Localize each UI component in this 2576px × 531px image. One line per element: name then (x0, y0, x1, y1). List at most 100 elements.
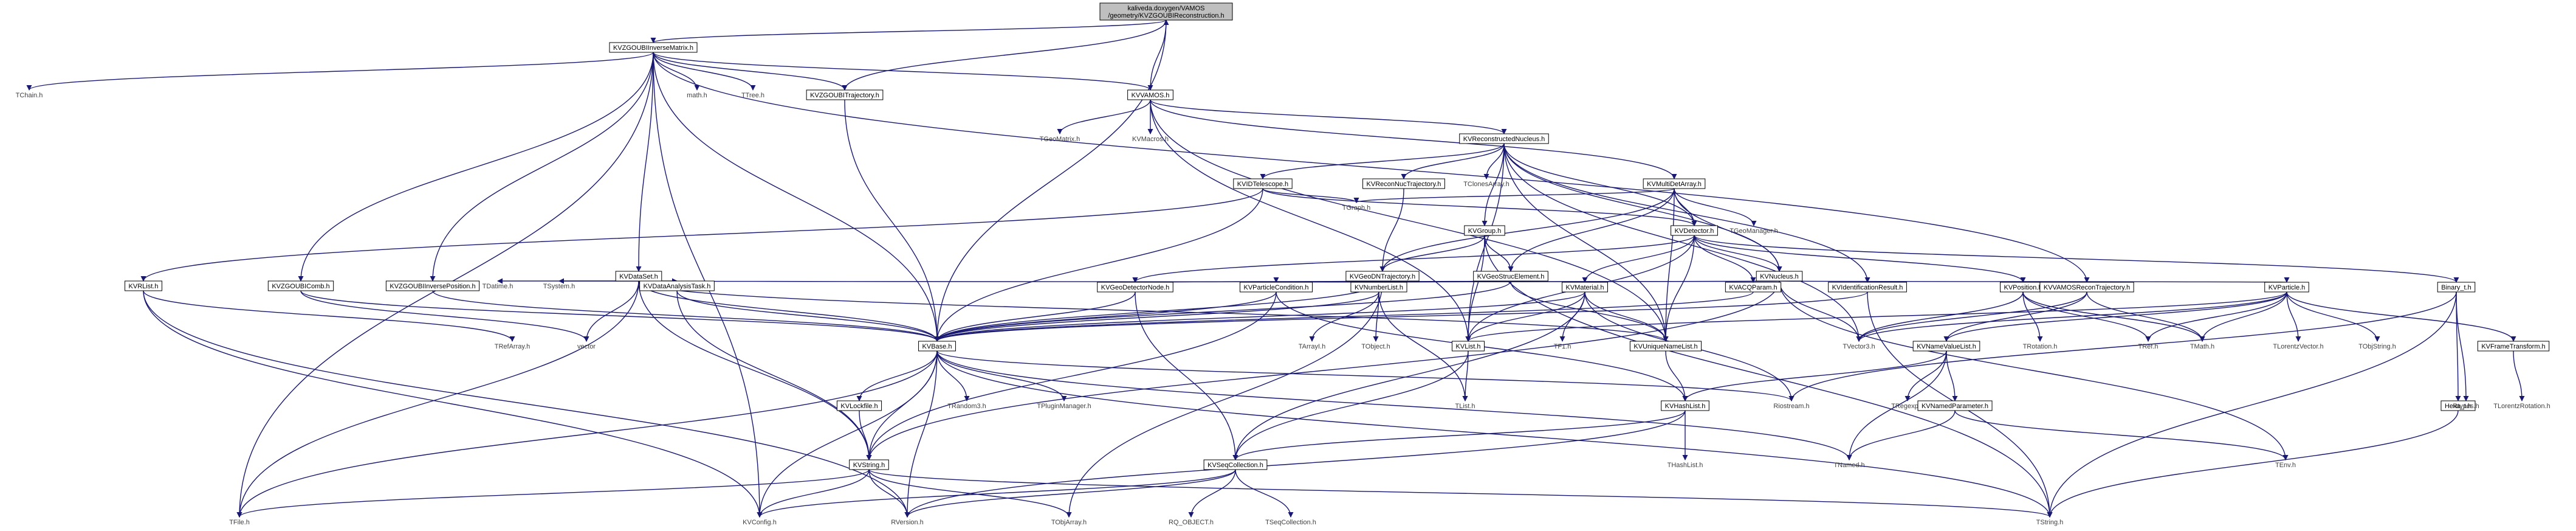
node-hexa-t[interactable]: Hexa_t.h (2440, 400, 2476, 411)
node-box (1917, 400, 1993, 411)
node-tvector3: TVector3.h (1843, 343, 1875, 350)
node-label: KVBase.h (922, 343, 952, 350)
node-kvbase[interactable]: KVBase.h (918, 341, 956, 352)
node-tlorentz-vector: TLorentzVector.h (2273, 343, 2323, 350)
node-label: TRegexp.h (1891, 403, 1924, 410)
edge-kvlockfile-to-kvstring (859, 410, 872, 460)
node-kvhash-list[interactable]: KVHashList.h (1661, 400, 1709, 411)
node-kvvamosrecon-trajectory[interactable]: KVVAMOSReconTrajectory.h (2039, 282, 2134, 293)
node-kvmulti-det-array[interactable]: KVMultiDetArray.h (1643, 178, 1706, 189)
node-label: TLorentzRotation.h (2493, 403, 2550, 410)
node-box (2440, 400, 2476, 411)
node-kvmacros: KVMacros.h (1132, 136, 1169, 143)
node-label: KVLockfile.h (840, 403, 878, 410)
edge-kvparticle-to-kvnamevaluelist (1943, 291, 2287, 342)
node-kvframe-transform[interactable]: KVFrameTransform.h (2477, 341, 2550, 352)
node-kvdetector[interactable]: KVDetector.h (1671, 225, 1718, 236)
node-box (639, 280, 715, 291)
node-kvstring[interactable]: KVString.h (849, 459, 889, 470)
node-binary-t[interactable]: Binary_t.h (2437, 282, 2476, 293)
node-label: TChain.h (16, 92, 43, 99)
node-kvgeo-dntrajectory[interactable]: KVGeoDNTrajectory.h (1345, 271, 1420, 282)
edge-kvidtelescope-to-kvbase (934, 188, 1263, 342)
node-kvlockfile[interactable]: KVLockfile.h (836, 400, 882, 411)
node-kvunique-name-list[interactable]: KVUniqueNameList.h (1629, 341, 1702, 352)
node-kvposition[interactable]: KVPosition.h (2000, 282, 2046, 293)
edge-root-to-kvzgoubitrajectory (842, 19, 1167, 91)
node-kvnumber-list[interactable]: KVNumberList.h (1350, 282, 1407, 293)
node-kvparticle[interactable]: KVParticle.h (2264, 282, 2309, 293)
edge-kvdetector-to-kvuniquenamelist (1663, 235, 1695, 342)
edge-hexa_t-to-tstring (2047, 410, 2459, 518)
node-kvgeo-struc-element[interactable]: KVGeoStrucElement.h (1473, 271, 1548, 282)
node-kvdata-set[interactable]: KVDataSet.h (615, 271, 662, 282)
node-kvlist[interactable]: KVList.h (1452, 341, 1485, 352)
node-box (1459, 133, 1549, 144)
node-rq-object: RQ_OBJECT.h (1169, 519, 1214, 526)
node-box (1239, 282, 1313, 293)
edge-binary_t-to-rtypes (2456, 291, 2469, 401)
node-label: KVZGOUBITrajectory.h (810, 92, 879, 99)
node-label: TObjString.h (2358, 343, 2396, 350)
node-tf1: TF1.h (1554, 343, 1571, 350)
node-box (836, 400, 882, 411)
node-kvreconstructed-nucleus[interactable]: KVReconstructedNucleus.h (1459, 133, 1549, 144)
node-kvzgoubitrajectory[interactable]: KVZGOUBITrajectory.h (806, 89, 884, 100)
root-node[interactable]: kaliveda.doxygen/VAMOS /geometry/KVZGOUB… (1099, 2, 1233, 21)
node-kvdata-analysis-task[interactable]: KVDataAnalysisTask.h (639, 280, 715, 291)
node-kvrecon-nuc-trajectory[interactable]: KVReconNucTrajectory.h (1362, 178, 1445, 189)
edge-kvrlist-to-rversion (143, 290, 910, 518)
node-kvrlist[interactable]: KVRList.h (125, 280, 162, 291)
node-kvvamos[interactable]: KVVAMOS.h (1127, 89, 1173, 100)
node-label: KVNameValueList.h (1917, 343, 1976, 350)
node-kvnamed-parameter[interactable]: KVNamedParameter.h (1917, 400, 1993, 411)
edge-kvbase-to-rversion (904, 350, 938, 518)
node-label: math.h (687, 92, 707, 99)
node-kvmaterial[interactable]: KVMaterial.h (1562, 282, 1608, 293)
node-label: TString.h (2036, 519, 2064, 526)
node-math: math.h (687, 92, 707, 99)
node-label: KVIdentificationResult.h (1832, 284, 1903, 291)
node-kvnucleus[interactable]: KVNucleus.h (1756, 271, 1803, 282)
node-kvparticle-condition[interactable]: KVParticleCondition.h (1239, 282, 1313, 293)
edge-kvzgoubiinversematrix-to-tchain (26, 52, 654, 91)
node-kvacqparam[interactable]: KVACQParam.h (1725, 282, 1782, 293)
node-box (2039, 282, 2134, 293)
edge-binary_t-to-tstring (2047, 291, 2457, 518)
edge-kvnucleus-to-tvector3 (1779, 280, 1862, 342)
edge-kvnamevaluelist-to-tregexp (1905, 350, 1947, 401)
edge-kvdataanalysistask-to-kvbase (676, 290, 940, 342)
node-label: TNamed.h (1833, 462, 1864, 469)
node-label: KVNumberList.h (1355, 284, 1403, 291)
edge-kvidtelescope-to-kvdetector (1262, 188, 1697, 226)
node-label: TPluginManager.h (1037, 403, 1091, 410)
node-label: TSeqCollection.h (1265, 519, 1316, 526)
node-kvseq-collection[interactable]: KVSeqCollection.h (1203, 459, 1268, 470)
node-kvgeo-detector-node[interactable]: KVGeoDetectorNode.h (1097, 282, 1173, 293)
node-kvzgoubiinverse-matrix[interactable]: KVZGOUBIInverseMatrix.h (609, 42, 698, 53)
edge-kvmaterial-to-kvuniquenamelist (1584, 291, 1669, 342)
node-label: KVReconNucTrajectory.h (1367, 181, 1441, 188)
node-label: KVRList.h (129, 283, 159, 290)
node-kvname-value-list[interactable]: KVNameValueList.h (1912, 341, 1980, 352)
node-label: TGraph.h (1342, 204, 1370, 212)
node-label: TFile.h (229, 519, 250, 526)
edge-kvparticlecondition-to-kvstring (866, 291, 1277, 460)
edge-kvvamosrecontrajectory-to-tvector3 (1856, 291, 2087, 342)
node-kvgroup[interactable]: KVGroup.h (1464, 225, 1505, 236)
edge-kvuniquenamelist-to-kvhashlist (1665, 350, 1688, 401)
node-kvidentification-result[interactable]: KVIdentificationResult.h (1828, 282, 1907, 293)
node-kvzgoubiinverse-position[interactable]: KVZGOUBIInversePosition.h (385, 280, 480, 291)
node-label: KVGroup.h (1468, 227, 1501, 235)
edge-kvseqcollection-to-rq_object (1188, 469, 1236, 518)
edge-kvnamevaluelist-to-kvhashlist (1682, 350, 1947, 401)
edge-kvacqparam-to-kvbase (934, 291, 1754, 342)
node-kvidtelescope[interactable]: KVIDTelescope.h (1233, 178, 1293, 189)
edge-kvreconstructednucleus-to-kvidtelescope (1260, 143, 1505, 179)
node-tlist: TList.h (1455, 403, 1475, 410)
node-label: TRandom3.h (947, 403, 986, 410)
edge-kvmultidetarray-to-kvnucleus (1674, 188, 1782, 272)
node-box (2264, 282, 2309, 293)
node-kvzgoubicomb[interactable]: KVZGOUBIComb.h (267, 280, 334, 291)
